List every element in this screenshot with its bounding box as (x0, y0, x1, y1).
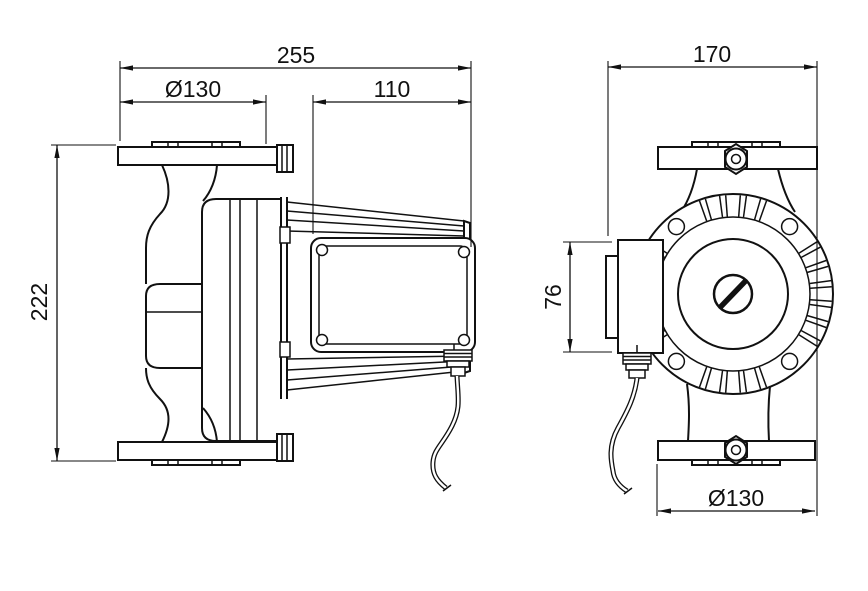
side-bottom-union-nut (276, 433, 294, 462)
front-neck-bottom-left (686, 383, 690, 442)
side-joint-tab (279, 341, 291, 358)
side-top-union-nut (276, 144, 294, 173)
dimension-overall-width: 170 (607, 41, 818, 516)
motor-fin (724, 371, 729, 393)
side-motor-fin (286, 230, 465, 237)
dimension-label-motor-length: 110 (374, 76, 411, 102)
motor-fin (758, 366, 768, 388)
motor-fin (758, 200, 768, 222)
front-bottom-flange-bolt (724, 438, 748, 462)
motor-fin (753, 368, 762, 390)
terminal-box-screw (457, 245, 471, 259)
dimension-label-overall-height: 222 (26, 283, 52, 321)
side-neck-curve-bottom-inner (202, 407, 218, 443)
cable-gland-front (625, 363, 649, 371)
side-motor-fin (286, 360, 465, 371)
motor-fin (718, 195, 724, 218)
power-cable-front-core (609, 377, 639, 493)
motor-fin (704, 368, 713, 390)
front-bottom-flange-bolt-center (730, 444, 742, 456)
side-top-flange (117, 146, 278, 166)
power-cable-side (430, 375, 461, 490)
front-bottom-flange-bolt-hex (724, 434, 748, 466)
side-bottom-flange (117, 441, 278, 461)
dimension-terminal-box-height: 76 (540, 241, 612, 353)
cable-gland-front (628, 369, 646, 379)
cable-gland-side (446, 360, 470, 368)
motor-fin (737, 371, 742, 393)
front-neck-bottom-right (767, 385, 771, 442)
side-volute-casing (201, 198, 281, 442)
side-joint-tab (279, 226, 291, 244)
motor-fin (805, 319, 827, 329)
motor-bolt-hole (780, 352, 799, 371)
motor-bolt-hole (667, 217, 686, 236)
cable-gland-front (622, 352, 652, 365)
terminal-box-side-lid (318, 245, 468, 345)
front-top-flange-bolt (724, 147, 748, 171)
motor-fin (805, 259, 827, 269)
cable-gland-side (443, 349, 473, 362)
power-cable-side-tip (442, 484, 452, 492)
motor-fin (698, 366, 708, 388)
terminal-box-side (310, 237, 476, 353)
dimension-label-overall-length: 255 (277, 42, 315, 68)
dimension-label-flange-diameter-side: Ø130 (165, 76, 221, 102)
dimension-flange-diameter-front: Ø130 (656, 464, 815, 516)
side-motor-fin (286, 210, 465, 227)
motor-fin (724, 195, 729, 217)
motor-fin (807, 314, 829, 323)
terminal-box-front (617, 239, 664, 354)
dimension-flange-diameter-side: Ø130 (120, 76, 267, 144)
cable-gland-side (450, 366, 466, 377)
power-cable-front-tip (623, 487, 633, 495)
motor-fin (704, 198, 713, 220)
motor-fin (742, 195, 748, 218)
power-cable-side-core (431, 375, 460, 489)
dimension-overall-length: 255 (119, 42, 472, 247)
motor-fin (718, 370, 724, 393)
dimension-motor-length: 110 (312, 76, 471, 234)
side-motor-fin (286, 370, 465, 391)
side-neck-curve-top-inner (202, 164, 218, 202)
vent-screw (712, 273, 754, 315)
motor-fin (809, 303, 832, 309)
motor-fin (810, 298, 832, 303)
side-motor-fin (286, 365, 465, 381)
motor-fin (698, 200, 708, 222)
front-top-flange-bolt-center (730, 153, 742, 165)
motor-fin (807, 265, 829, 274)
side-motor-fin (286, 355, 465, 360)
side-neck-curve-bottom-outer (145, 367, 170, 443)
vent-screw-slot (718, 278, 748, 310)
dimension-label-flange-diameter-front: Ø130 (708, 485, 764, 511)
dimension-overall-height: 222 (26, 144, 116, 462)
dimension-label-terminal-box-height: 76 (540, 284, 566, 310)
side-port-stub (145, 283, 204, 369)
terminal-box-screw (315, 243, 329, 257)
motor-fin (809, 279, 832, 285)
side-neck-curve-top-outer (145, 164, 170, 284)
front-top-flange-bolt-hex (724, 142, 748, 176)
dimension-label-overall-width: 170 (693, 41, 731, 67)
pump-side-view: 255 Ø130 110 222 (26, 42, 476, 492)
front-neck-top-right (777, 168, 796, 213)
motor-fin (737, 195, 742, 217)
motor-fin (742, 370, 748, 393)
motor-bolt-hole (667, 352, 686, 371)
side-motor-fin (286, 201, 465, 222)
pump-front-view: 170 76 Ø130 (540, 41, 834, 516)
terminal-box-screw (315, 333, 329, 347)
terminal-box-front-lid (605, 255, 619, 339)
motor-fin (798, 334, 818, 347)
motor-fin (798, 241, 818, 254)
side-bottom-gasket (151, 459, 241, 466)
motor-bolt-hole (780, 217, 799, 236)
motor-fin (810, 285, 832, 290)
motor-fin (753, 198, 762, 220)
terminal-box-screw (457, 333, 471, 347)
side-motor-fin (286, 219, 465, 232)
